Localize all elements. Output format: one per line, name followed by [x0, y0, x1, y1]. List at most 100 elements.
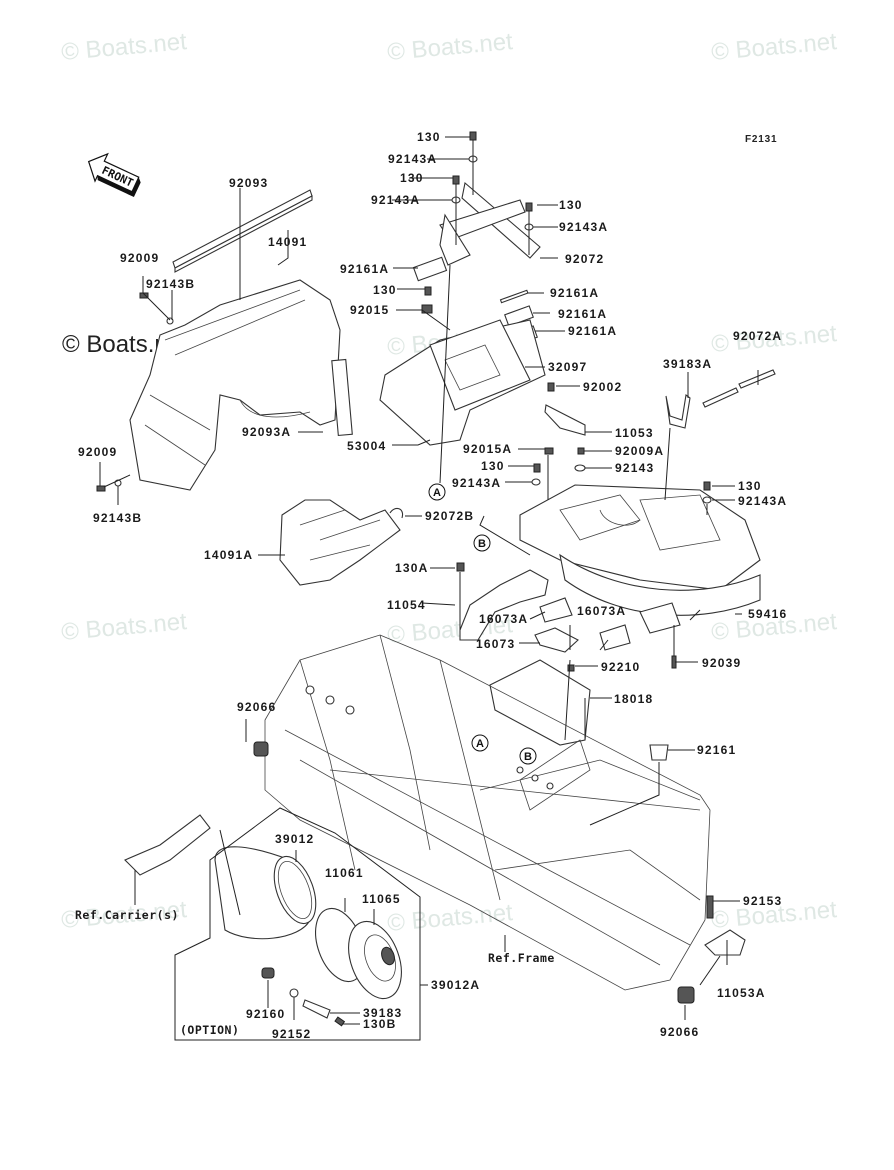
watermark: © Boats.net [60, 28, 188, 66]
part-16073-plate [534, 627, 579, 653]
part-92161A-strip [499, 289, 529, 304]
part-label[interactable]: 53004 [347, 439, 386, 453]
part-label[interactable]: 11061 [325, 866, 364, 880]
part-16073A-shim [539, 597, 573, 623]
callout-letter: A [433, 487, 441, 499]
part-label[interactable]: 92152 [272, 1027, 311, 1041]
part-label[interactable]: 130A [395, 561, 429, 575]
part-92093-strip [172, 189, 313, 273]
part-label[interactable]: 11053 [615, 426, 654, 440]
part-92161-cap [649, 744, 669, 761]
part-label[interactable]: 92143A [388, 152, 437, 166]
part-14091-fender [129, 279, 353, 491]
part-label[interactable]: 130 [417, 130, 441, 144]
part-label[interactable]: 16073 [476, 637, 515, 651]
part-32097-ecu [379, 319, 546, 446]
figure-code: F2131 [745, 134, 777, 145]
part-label[interactable]: 92039 [702, 656, 741, 670]
part-label[interactable]: 11054 [387, 598, 426, 612]
part-label[interactable]: 92009A [615, 444, 664, 458]
part-label[interactable]: 92161A [558, 307, 607, 321]
part-92153-bolt [706, 895, 714, 919]
part-label[interactable]: 16073A [577, 604, 626, 618]
part-label[interactable]: 92015A [463, 442, 512, 456]
part-14091A-cover [279, 499, 401, 586]
callout-b-upper: B [473, 534, 491, 552]
part-92066-grommet [253, 741, 269, 757]
callout-letter: B [524, 751, 532, 763]
part-label[interactable]: 92161A [550, 286, 599, 300]
part-label[interactable]: 92066 [237, 700, 276, 714]
part-label[interactable]: 92002 [583, 380, 622, 394]
part-label[interactable]: 92093 [229, 176, 268, 190]
part-label[interactable]: 92072B [425, 509, 474, 523]
part-label[interactable]: 92072 [565, 252, 604, 266]
part-92161A-pad [412, 256, 448, 282]
watermark: © Boats.net [710, 28, 838, 66]
leader-lines [99, 136, 759, 1025]
part-label[interactable]: 92015 [350, 303, 389, 317]
part-label[interactable]: 32097 [548, 360, 587, 374]
part-label[interactable]: 39183 [363, 1006, 402, 1020]
part-label[interactable]: 39183A [663, 357, 712, 371]
watermark: © Boats.net [386, 28, 514, 66]
front-arrow-icon: FRONT [87, 152, 141, 198]
part-label[interactable]: 16073A [479, 612, 528, 626]
part-39012-filter [214, 846, 317, 940]
part-label[interactable]: 130 [559, 198, 583, 212]
part-label[interactable]: 18018 [614, 692, 653, 706]
part-label[interactable]: 92093A [242, 425, 291, 439]
part-11053-bracket [544, 404, 586, 436]
part-label[interactable]: 92143A [452, 476, 501, 490]
part-label[interactable]: 14091A [204, 548, 253, 562]
part-18018-tray [489, 659, 591, 746]
part-label[interactable]: 130 [738, 479, 762, 493]
part-label[interactable]: 92009 [120, 251, 159, 265]
part-label[interactable]: 59416 [748, 607, 787, 621]
part-label[interactable]: 92161 [697, 743, 736, 757]
part-label[interactable]: 92153 [743, 894, 782, 908]
part-label[interactable]: 130 [400, 171, 424, 185]
part-label[interactable]: 92143 [615, 461, 654, 475]
part-16073A-shim [639, 602, 681, 634]
part-label[interactable]: 92143A [559, 220, 608, 234]
part-label[interactable]: 92143B [93, 511, 142, 525]
callout-letter: B [478, 538, 486, 550]
watermark: © Boats.net [386, 899, 514, 937]
part-label[interactable]: 92210 [601, 660, 640, 674]
part-label[interactable]: 14091 [268, 235, 307, 249]
part-label[interactable]: 39012A [431, 978, 480, 992]
part-59416-guard [559, 553, 761, 616]
part-labels: 130 92143A 130 92143A 130 92143A 92072 9… [75, 130, 787, 1041]
part-39183-bracket [302, 999, 331, 1019]
part-label[interactable]: 92072A [733, 329, 782, 343]
callout-a-lower: A [471, 734, 489, 752]
part-label[interactable]: 39012 [275, 832, 314, 846]
part-label[interactable]: 92161A [568, 324, 617, 338]
callout-a-upper: A [428, 483, 446, 501]
callout-b-lower: B [519, 747, 537, 765]
part-11054-bracket [459, 569, 549, 641]
part-battery-box [519, 484, 761, 591]
part-92152-washer [289, 988, 299, 998]
part-label[interactable]: 130 [481, 459, 505, 473]
ref-carrier-label: Ref.Carrier(s) [75, 908, 179, 922]
part-label[interactable]: 92066 [660, 1025, 699, 1039]
part-label[interactable]: 92160 [246, 1007, 285, 1021]
part-label[interactable]: 92143B [146, 277, 195, 291]
part-label[interactable]: 92161A [340, 262, 389, 276]
part-carrier-ref [124, 814, 211, 876]
part-label[interactable]: 130B [363, 1017, 397, 1031]
part-label[interactable]: 11053A [717, 986, 766, 1000]
part-main-frame [264, 634, 711, 991]
part-92160-nut [261, 967, 275, 979]
part-label[interactable]: 11065 [362, 892, 401, 906]
part-label[interactable]: 92009 [78, 445, 117, 459]
part-label[interactable]: 130 [373, 283, 397, 297]
part-label[interactable]: 92143A [371, 193, 420, 207]
part-92072A-strip [702, 369, 776, 408]
part-16073A-shim [599, 624, 631, 651]
part-label[interactable]: 92143A [738, 494, 787, 508]
callout-letter: A [476, 738, 484, 750]
